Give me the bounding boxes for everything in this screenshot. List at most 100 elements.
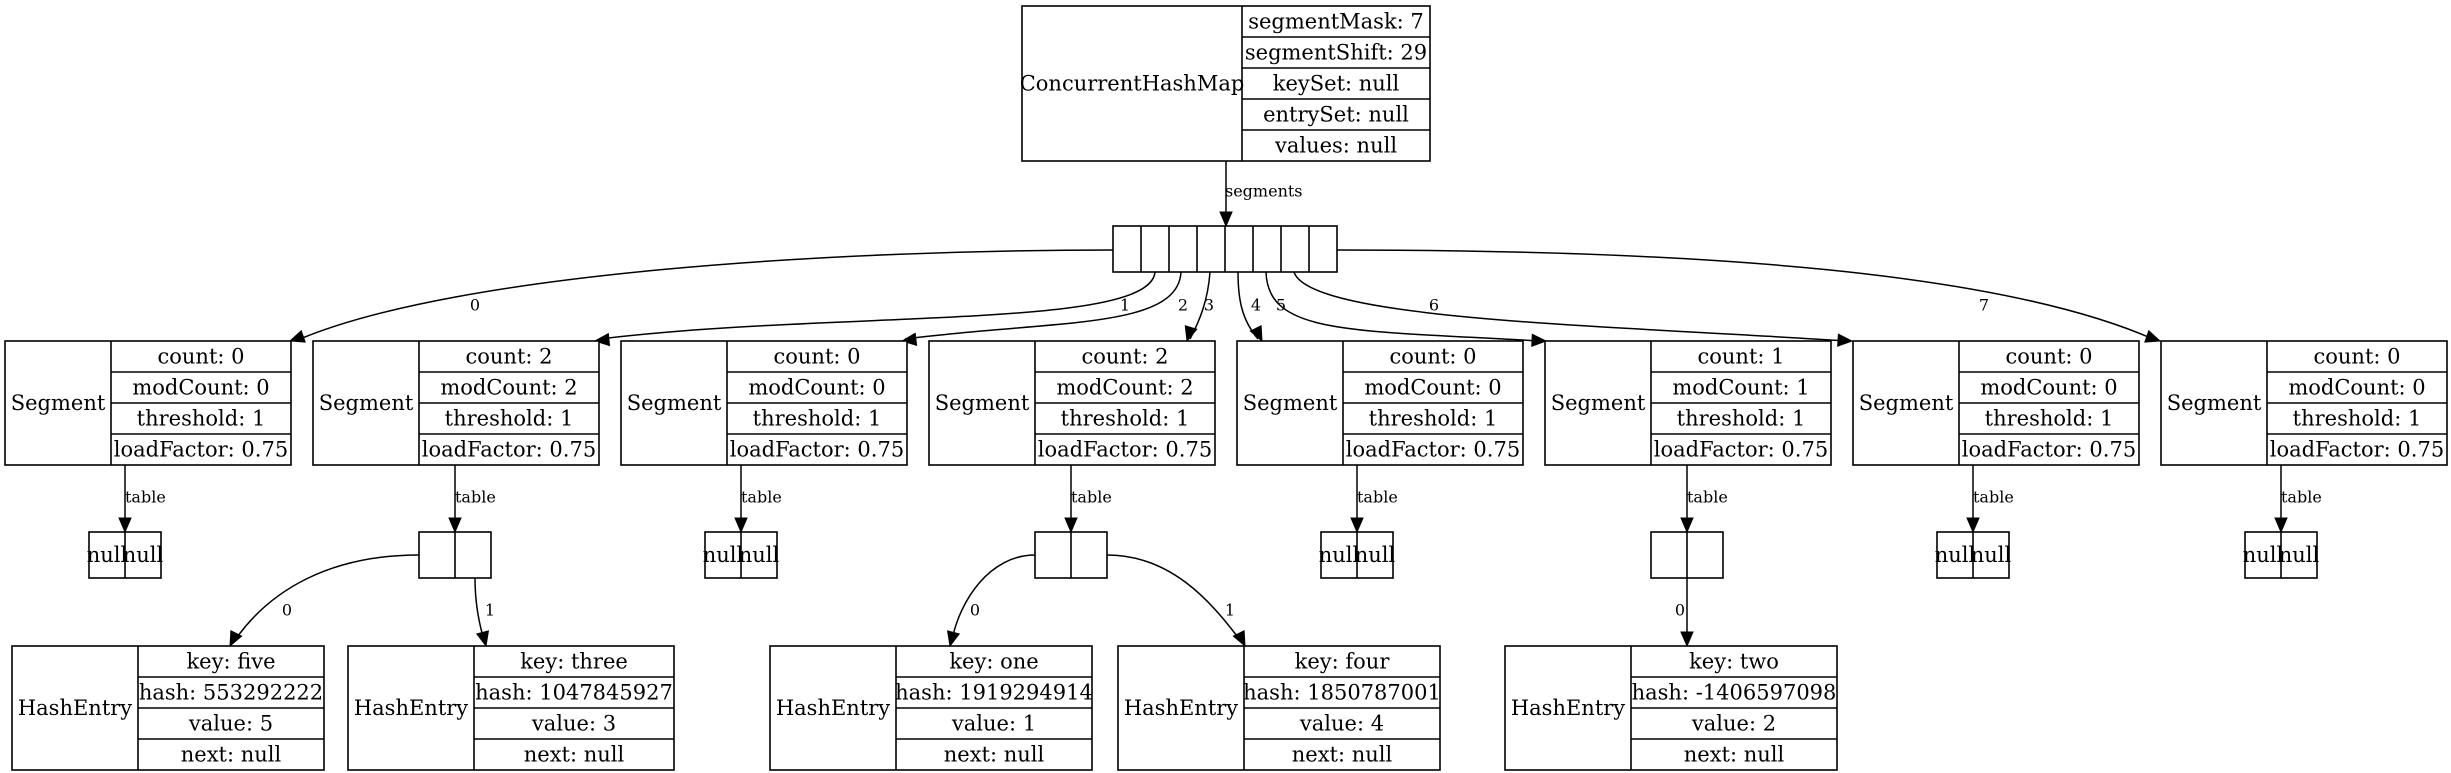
segment-node-field: threshold: 1 <box>445 407 574 431</box>
hash-entry-node-field: next: null <box>1292 743 1393 767</box>
segment-node-field: loadFactor: 0.75 <box>114 438 288 462</box>
hash-entry-node-field: hash: 1850787001 <box>1243 681 1441 705</box>
segment-node-field: threshold: 1 <box>1369 407 1498 431</box>
concurrent-hash-map-node-frame <box>1021 5 1431 162</box>
segment-edge-label: 3 <box>1204 296 1214 315</box>
table-cell-null: null <box>1935 543 1976 567</box>
segment-node-field: modCount: 0 <box>1980 376 2117 400</box>
hash-entry-node-field: next: null <box>1684 743 1785 767</box>
entry-edge-label: 1 <box>1225 601 1235 620</box>
hash-entry-node-field: hash: 1919294914 <box>895 681 1093 705</box>
segment-node-field: modCount: 2 <box>1056 376 1193 400</box>
concurrent-hash-map-node-field: segmentMask: 7 <box>1248 10 1424 34</box>
table-edge-label: table <box>455 488 496 507</box>
segment-node-field: loadFactor: 0.75 <box>2270 438 2444 462</box>
segment-node-field: count: 1 <box>1697 345 1784 369</box>
hash-entry-node-field: value: 1 <box>951 712 1036 736</box>
hash-entry-node-field: next: null <box>524 743 625 767</box>
table-edge-label: table <box>1973 488 2014 507</box>
table-cell-null: null <box>1319 543 1360 567</box>
segment-node-field: loadFactor: 0.75 <box>1038 438 1212 462</box>
segment-node-field: loadFactor: 0.75 <box>1962 438 2136 462</box>
table-edge-label: table <box>1357 488 1398 507</box>
segment-edge-arrowhead <box>288 329 306 343</box>
table-cell-null: null <box>1971 543 2012 567</box>
hash-entry-node-title: HashEntry <box>776 696 890 720</box>
entry-edge <box>474 577 485 641</box>
hash-entry-node-field: next: null <box>181 743 282 767</box>
segment-edge-arrowhead <box>1837 333 1854 347</box>
segment-node-field: modCount: 1 <box>1672 376 1809 400</box>
segment-node-field: modCount: 2 <box>440 376 577 400</box>
segment-edge-arrowhead <box>593 332 611 347</box>
segment-edge <box>599 271 1156 340</box>
segment-edge-label: 0 <box>470 296 480 315</box>
segment-node-field: count: 0 <box>157 345 244 369</box>
entry-edge-label: 0 <box>282 601 292 620</box>
hash-entry-node-title: HashEntry <box>1124 696 1238 720</box>
segment-edge <box>1336 249 2154 340</box>
segment-node-field: threshold: 1 <box>137 407 266 431</box>
segment-node-title: Segment <box>627 391 722 415</box>
table-edge-label: table <box>125 488 166 507</box>
segment-edge-label: 2 <box>1178 296 1188 315</box>
segment-node-field: count: 0 <box>1389 345 1476 369</box>
segment-edge-label: 1 <box>1120 296 1130 315</box>
segment-edge-label: 4 <box>1251 296 1261 315</box>
segment-edge <box>1265 271 1541 342</box>
segment-node-field: loadFactor: 0.75 <box>1654 438 1828 462</box>
segments-array <box>1112 225 1338 273</box>
table-cell-null: null <box>739 543 780 567</box>
hash-entry-node-field: hash: 553292222 <box>139 681 323 705</box>
table-edge-label: table <box>1687 488 1728 507</box>
table-edge-arrowhead <box>734 517 748 534</box>
table-cell-null: null <box>703 543 744 567</box>
concurrent-hash-map-node-field: entrySet: null <box>1263 103 1409 127</box>
entry-edge <box>1106 554 1241 641</box>
entry-edge-arrowhead <box>1680 631 1694 648</box>
hash-entry-node-field: key: one <box>949 650 1038 674</box>
segment-edge-arrowhead <box>1184 325 1198 343</box>
table-cell-null: null <box>123 543 164 567</box>
segments-edge-label: segments <box>1225 182 1303 201</box>
segments-edge-arrowhead <box>1219 211 1233 228</box>
segment-node-field: count: 0 <box>2313 345 2400 369</box>
table-edge-arrowhead <box>1350 517 1364 534</box>
segment-edge <box>299 249 1114 340</box>
hash-entry-node-field: value: 3 <box>531 712 616 736</box>
table-edge-arrowhead <box>448 517 462 534</box>
segment-edge-arrowhead <box>1249 325 1263 343</box>
table-array <box>1034 531 1108 579</box>
segment-node-field: threshold: 1 <box>2293 407 2422 431</box>
hash-entry-node: HashEntry key: one hash: 1919294914 value: … <box>769 645 1093 771</box>
segment-edge-arrowhead <box>2144 329 2162 343</box>
table-cell-null: null <box>2279 543 2320 567</box>
hash-entry-node-title: HashEntry <box>1511 696 1625 720</box>
hash-entry-node-field: value: 4 <box>1299 712 1384 736</box>
segment-node-field: threshold: 1 <box>753 407 882 431</box>
hash-entry-node-field: value: 2 <box>1691 712 1776 736</box>
hash-entry-node-title: HashEntry <box>354 696 468 720</box>
table-edge-arrowhead <box>118 517 132 534</box>
segment-node-title: Segment <box>11 391 106 415</box>
segment-edge-arrowhead <box>900 332 918 346</box>
entry-edge-arrowhead <box>229 630 243 648</box>
segment-node-title: Segment <box>2167 391 2262 415</box>
segment-edge-arrowhead <box>1531 333 1548 348</box>
table-edge-arrowhead <box>1680 517 1694 534</box>
table-cell-null: null <box>2243 543 2284 567</box>
segment-node-title: Segment <box>319 391 414 415</box>
